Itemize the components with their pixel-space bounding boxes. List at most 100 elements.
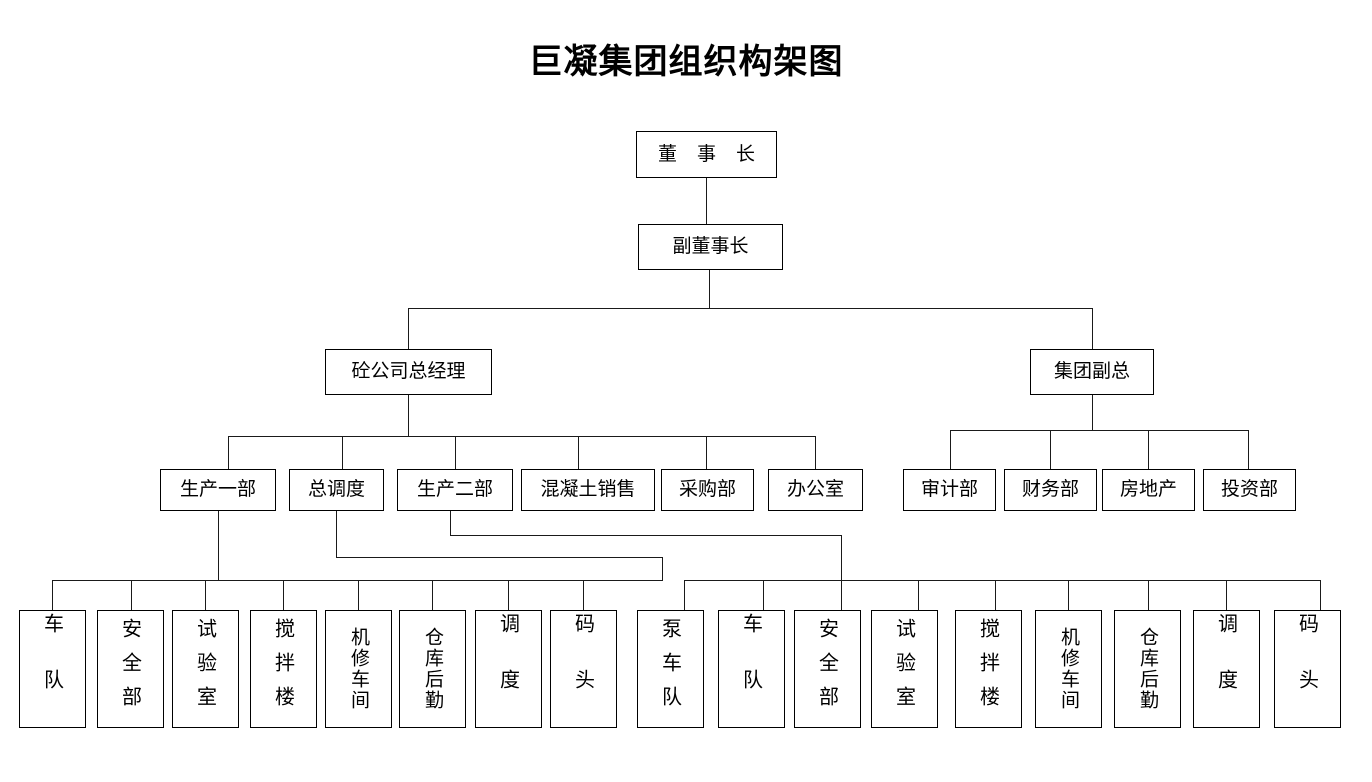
- connector-drop-concrete-gm: [408, 308, 410, 349]
- node-unit-p2-safety-label: 安全部: [815, 618, 840, 720]
- connector-drop-unit-r8: [1226, 580, 1228, 611]
- node-unit-p2-wharf-label: 码头: [1295, 613, 1320, 725]
- node-dept-general-dispatch[interactable]: 总调度: [289, 469, 384, 511]
- connector-drop-dept-sales: [578, 436, 580, 469]
- connector-drop-unit-l8: [583, 580, 585, 611]
- connector-drop-dept-purchasing: [706, 436, 708, 469]
- connector-concrete-gm-to-bus: [408, 395, 410, 437]
- node-unit-p1-fleet[interactable]: 车队: [19, 610, 86, 728]
- node-dept-real-estate[interactable]: 房地产: [1102, 469, 1195, 511]
- connector-drop-unit-l4: [283, 580, 285, 611]
- connector-drop-unit-r9: [1320, 580, 1322, 611]
- node-unit-p2-lab[interactable]: 试验室: [871, 610, 938, 728]
- node-dept-purchasing-label: 采购部: [678, 478, 736, 501]
- node-dept-production-one-label: 生产一部: [179, 478, 256, 501]
- connector-chairman-to-vice: [706, 177, 708, 225]
- connector-dispatch-drop-b: [662, 557, 664, 581]
- node-unit-p1-machine-repair[interactable]: 机修车间: [325, 610, 392, 728]
- node-unit-p1-safety[interactable]: 安全部: [97, 610, 164, 728]
- node-vice-chairman-label: 副董事长: [672, 235, 749, 258]
- node-unit-p2-machine-repair[interactable]: 机修车间: [1035, 610, 1102, 728]
- connector-bus-concrete-depts: [228, 436, 816, 438]
- node-unit-p2-warehouse-logistics[interactable]: 仓库后勤: [1114, 610, 1181, 728]
- connector-drop-unit-r5: [995, 580, 997, 611]
- connector-bus-group-depts: [950, 430, 1249, 432]
- node-unit-p2-pump-fleet[interactable]: 泵车队: [637, 610, 704, 728]
- node-unit-p2-fleet[interactable]: 车队: [718, 610, 785, 728]
- page-title: 巨凝集团组织构架图: [528, 42, 844, 82]
- node-unit-p1-dispatch[interactable]: 调度: [475, 610, 542, 728]
- connector-dispatch-run: [336, 557, 663, 559]
- connector-group-vp-to-bus: [1092, 395, 1094, 430]
- connector-drop-dept-realestate: [1148, 430, 1150, 469]
- connector-drop-unit-r3: [841, 580, 843, 611]
- node-unit-p2-safety[interactable]: 安全部: [794, 610, 861, 728]
- node-unit-p1-safety-label: 安全部: [118, 618, 143, 720]
- connector-drop-unit-l5: [358, 580, 360, 611]
- connector-drop-dept-investment: [1248, 430, 1250, 469]
- connector-bus-prod2-units: [684, 580, 1321, 582]
- node-chairman-label: 董 事 长: [657, 142, 763, 165]
- node-unit-p2-fleet-label: 车队: [739, 613, 764, 725]
- connector-drop-dept-finance: [1050, 430, 1052, 469]
- connector-drop-unit-l2: [131, 580, 133, 611]
- connector-prod2-drop-b: [841, 535, 843, 581]
- node-dept-concrete-sales-label: 混凝土销售: [540, 478, 636, 501]
- node-dept-production-two[interactable]: 生产二部: [397, 469, 513, 511]
- node-unit-p1-warehouse-logistics-label: 仓库后勤: [422, 627, 444, 711]
- node-unit-p1-mixing-tower[interactable]: 搅拌楼: [250, 610, 317, 728]
- node-unit-p2-mixing-tower[interactable]: 搅拌楼: [955, 610, 1022, 728]
- connector-drop-unit-r2: [763, 580, 765, 611]
- node-unit-p2-wharf[interactable]: 码头: [1274, 610, 1341, 728]
- node-dept-office-label: 办公室: [786, 478, 844, 501]
- connector-drop-unit-r6: [1068, 580, 1070, 611]
- node-unit-p2-warehouse-logistics-label: 仓库后勤: [1137, 627, 1159, 711]
- connector-drop-unit-l1: [52, 580, 54, 611]
- node-unit-p2-mixing-tower-label: 搅拌楼: [976, 618, 1001, 720]
- node-unit-p1-warehouse-logistics[interactable]: 仓库后勤: [399, 610, 466, 728]
- connector-drop-unit-r1: [684, 580, 686, 611]
- node-dept-real-estate-label: 房地产: [1119, 478, 1177, 501]
- node-concrete-general-manager-label: 砼公司总经理: [351, 360, 466, 383]
- node-unit-p1-machine-repair-label: 机修车间: [348, 627, 370, 711]
- node-group-vice-president-label: 集团副总: [1053, 360, 1130, 383]
- node-dept-finance-label: 财务部: [1021, 478, 1079, 501]
- node-dept-audit[interactable]: 审计部: [903, 469, 996, 511]
- connector-drop-unit-r4: [918, 580, 920, 611]
- node-unit-p2-dispatch[interactable]: 调度: [1193, 610, 1260, 728]
- node-group-vice-president[interactable]: 集团副总: [1030, 349, 1154, 395]
- node-unit-p2-pump-fleet-label: 泵车队: [658, 618, 683, 720]
- node-chairman[interactable]: 董 事 长: [636, 131, 777, 178]
- connector-prod2-drop-a: [450, 511, 452, 536]
- connector-drop-dept-office: [815, 436, 817, 469]
- node-dept-office[interactable]: 办公室: [768, 469, 863, 511]
- node-dept-investment-label: 投资部: [1220, 478, 1278, 501]
- connector-dispatch-drop-a: [336, 511, 338, 558]
- connector-bus-level2: [408, 308, 1093, 310]
- node-vice-chairman[interactable]: 副董事长: [638, 224, 783, 270]
- node-dept-finance[interactable]: 财务部: [1004, 469, 1097, 511]
- node-unit-p1-lab-label: 试验室: [193, 618, 218, 720]
- node-dept-concrete-sales[interactable]: 混凝土销售: [521, 469, 655, 511]
- connector-drop-dept-prod2: [455, 436, 457, 469]
- node-unit-p2-dispatch-label: 调度: [1214, 613, 1239, 725]
- node-dept-investment[interactable]: 投资部: [1203, 469, 1296, 511]
- node-unit-p1-mixing-tower-label: 搅拌楼: [271, 618, 296, 720]
- connector-drop-unit-l3: [205, 580, 207, 611]
- connector-drop-dept-dispatch: [342, 436, 344, 469]
- node-unit-p1-wharf-label: 码头: [571, 613, 596, 725]
- connector-prod2-run: [450, 535, 841, 537]
- node-dept-production-one[interactable]: 生产一部: [160, 469, 276, 511]
- connector-drop-unit-l6: [432, 580, 434, 611]
- node-dept-purchasing[interactable]: 采购部: [661, 469, 754, 511]
- node-unit-p1-dispatch-label: 调度: [496, 613, 521, 725]
- node-concrete-general-manager[interactable]: 砼公司总经理: [325, 349, 492, 395]
- node-dept-audit-label: 审计部: [920, 478, 978, 501]
- node-unit-p1-wharf[interactable]: 码头: [550, 610, 617, 728]
- connector-prod1-to-leafbus: [218, 511, 220, 581]
- node-unit-p1-lab[interactable]: 试验室: [172, 610, 239, 728]
- connector-drop-unit-r7: [1148, 580, 1150, 611]
- node-dept-production-two-label: 生产二部: [416, 478, 493, 501]
- node-unit-p2-machine-repair-label: 机修车间: [1058, 627, 1080, 711]
